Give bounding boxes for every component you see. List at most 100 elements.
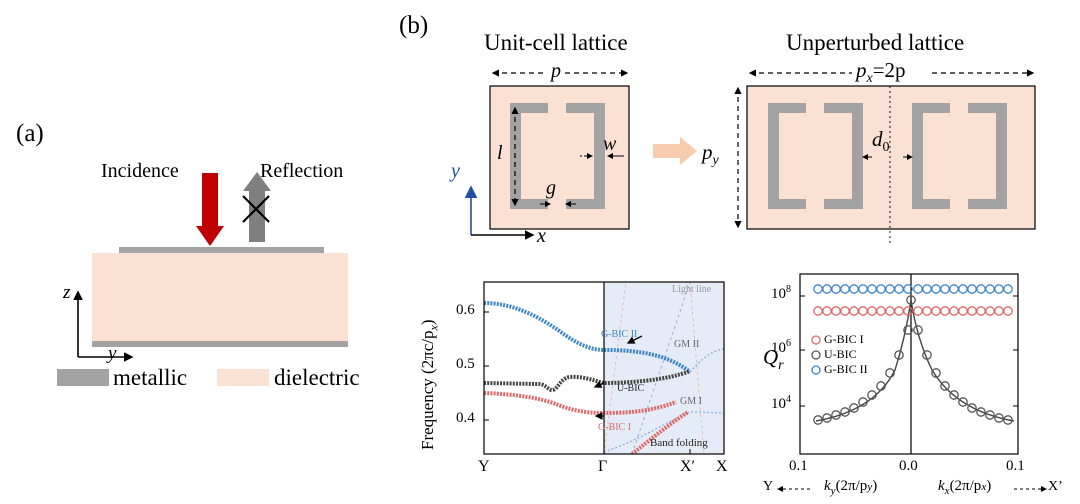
q-marker-gbic2 <box>840 284 850 294</box>
unperturbed-title: Unperturbed lattice <box>786 30 965 55</box>
q-marker-gbic2 <box>822 284 832 294</box>
q-marker-gbic2 <box>958 284 968 294</box>
q-marker-gbic1 <box>931 306 941 316</box>
annotation-light-line: Light line <box>672 284 712 295</box>
d0-label: d0 <box>872 127 890 156</box>
q-marker-gbic2 <box>876 284 886 294</box>
annotation-band-folding: Band folding <box>650 437 708 449</box>
y-axis-label: y <box>108 343 117 364</box>
annotation-gbic2: G-BIC II <box>601 329 638 340</box>
q-marker-gbic2 <box>885 284 895 294</box>
band-ytick-1: 0.5 <box>456 356 475 372</box>
q-marker-gbic2 <box>940 284 950 294</box>
q-marker-ubic <box>958 397 968 407</box>
dielectric-slab <box>92 253 348 341</box>
band-gbic2 <box>484 301 692 374</box>
q-xlabel-left-arrow: Y <box>763 479 774 494</box>
unit-cell-diagram <box>464 69 630 240</box>
q-marker-gbic2 <box>1003 284 1013 294</box>
band-gbic1 <box>484 391 677 416</box>
unit-cell-title: Unit-cell lattice <box>484 30 628 55</box>
q-marker-gbic2 <box>831 284 841 294</box>
q-marker-ubic <box>949 390 959 400</box>
q-marker-ubic <box>931 368 941 378</box>
legend-dielectric-label: dielectric <box>274 365 360 390</box>
q-marker-ubic <box>867 390 877 400</box>
dielectric-swatch <box>217 369 269 386</box>
length-l-label: l <box>497 142 503 164</box>
legend-metallic-label: metallic <box>113 365 188 390</box>
q-marker-gbic2 <box>849 284 859 294</box>
q-marker-gbic1 <box>940 306 950 316</box>
panel-a-label: (a) <box>16 120 44 147</box>
q-xtick-right: 0.1 <box>1006 458 1025 474</box>
q-marker-ubic <box>858 397 868 407</box>
q-factor-plot <box>777 273 1047 492</box>
q-marker-gbic1 <box>994 306 1004 316</box>
band-xtick-Xprime: X′ <box>680 458 696 475</box>
unperturbed-lattice-diagram <box>734 69 1036 246</box>
blocked-cross-icon <box>242 195 270 223</box>
q-marker-gbic1 <box>840 306 850 316</box>
q-marker-gbic1 <box>903 306 913 316</box>
q-marker-gbic2 <box>894 284 904 294</box>
q-legend-gbic2: G-BIC II <box>824 362 868 376</box>
metal-pattern <box>119 247 324 253</box>
q-marker-ubic <box>922 350 932 360</box>
q-marker-ubic <box>894 350 904 360</box>
q-marker-ubic <box>976 407 986 417</box>
incidence-arrow <box>202 173 218 227</box>
width-w-label: w <box>603 133 617 155</box>
q-marker-gbic1 <box>858 306 868 316</box>
band-ytick-0: 0.6 <box>456 302 475 318</box>
q-marker-gbic2 <box>949 284 959 294</box>
q-legend-ubic: U-BIC <box>824 347 857 361</box>
band-xtick-Y: Y <box>478 458 490 475</box>
q-marker-gbic1 <box>867 306 877 316</box>
q-plot-ylabel: Qr <box>763 345 784 374</box>
q-marker-ubic <box>831 410 841 420</box>
metal-ground <box>92 341 348 347</box>
q-marker-ubic <box>994 413 1004 423</box>
px-label: px=2p <box>856 58 906 87</box>
q-marker-gbic2 <box>913 284 923 294</box>
q-marker-gbic1 <box>913 306 923 316</box>
q-marker-ubic <box>813 415 823 425</box>
q-xlabel-right: kx(2π/px) <box>938 478 992 497</box>
z-axis-label: z <box>63 282 71 303</box>
q-marker-ubic <box>840 407 850 417</box>
q-marker-ubic <box>885 368 895 378</box>
q-marker-gbic1 <box>894 306 904 316</box>
annotation-ubic: U-BIC <box>617 383 645 394</box>
incidence-label: Incidence <box>101 160 179 182</box>
ubic-fit-curve-left <box>815 299 912 422</box>
band-xtick-Gamma: Γ <box>598 458 608 475</box>
unit-cell-y-axis-label: y <box>451 160 460 182</box>
q-ytick-1e8: 108 <box>771 284 791 302</box>
band-structure-plot <box>483 281 725 455</box>
q-ytick-1e6: 106 <box>771 338 791 356</box>
band-xtick-X: X <box>716 458 728 475</box>
q-marker-gbic1 <box>813 306 823 316</box>
q-marker-ubic <box>906 295 916 305</box>
band-plot-ylabel: Frequency (2πc/px) <box>418 319 441 450</box>
ubic-fit-curve-right <box>910 299 1015 422</box>
annotation-gbic1: G-BIC I <box>598 422 632 433</box>
annotation-gm1: GM I <box>680 396 702 407</box>
q-marker-gbic1 <box>949 306 959 316</box>
q-marker-ubic <box>903 325 913 335</box>
q-xlabel-right-arrow: X’ <box>1048 479 1063 494</box>
q-marker-ubic <box>822 413 832 423</box>
unit-cell-x-axis-label: x <box>537 225 546 247</box>
q-marker-gbic2 <box>985 284 995 294</box>
py-label: py <box>702 140 719 169</box>
q-marker-gbic2 <box>867 284 877 294</box>
annotation-gm2: GM II <box>674 339 700 350</box>
gap-g-label: g <box>546 177 556 199</box>
period-label: p <box>551 60 561 82</box>
transition-arrow <box>653 137 697 165</box>
q-marker-gbic1 <box>1003 306 1013 316</box>
q-marker-gbic2 <box>931 284 941 294</box>
q-xtick-left: 0.1 <box>789 458 808 474</box>
